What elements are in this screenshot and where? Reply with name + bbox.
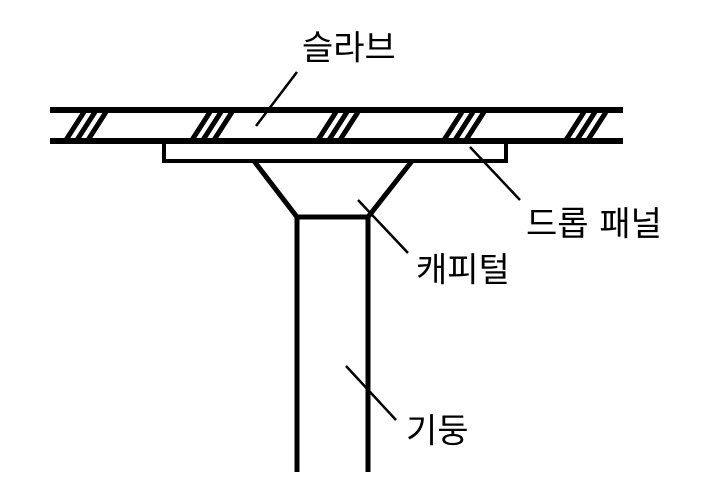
- capital-leader: [357, 199, 409, 254]
- slab-hatch-2: [189, 110, 235, 142]
- column-leader: [345, 365, 397, 421]
- drop-panel: [162, 141, 508, 163]
- capital-label: 캐피털: [416, 251, 510, 291]
- slab-label: 슬라브: [302, 29, 396, 69]
- slab-hatch-1: [63, 110, 109, 142]
- slab-hatch-3: [315, 110, 361, 142]
- capital: [252, 159, 414, 220]
- slab: [50, 107, 623, 144]
- slab-hatch-4: [441, 110, 487, 142]
- drop-panel-leader: [469, 146, 521, 201]
- leader-lines: [255, 71, 521, 421]
- column: [294, 217, 371, 472]
- drop-panel-label: 드롭 패널: [526, 205, 662, 245]
- column-label: 기둥: [406, 412, 469, 452]
- slab-hatch-5: [563, 110, 609, 142]
- slab-leader: [255, 71, 298, 127]
